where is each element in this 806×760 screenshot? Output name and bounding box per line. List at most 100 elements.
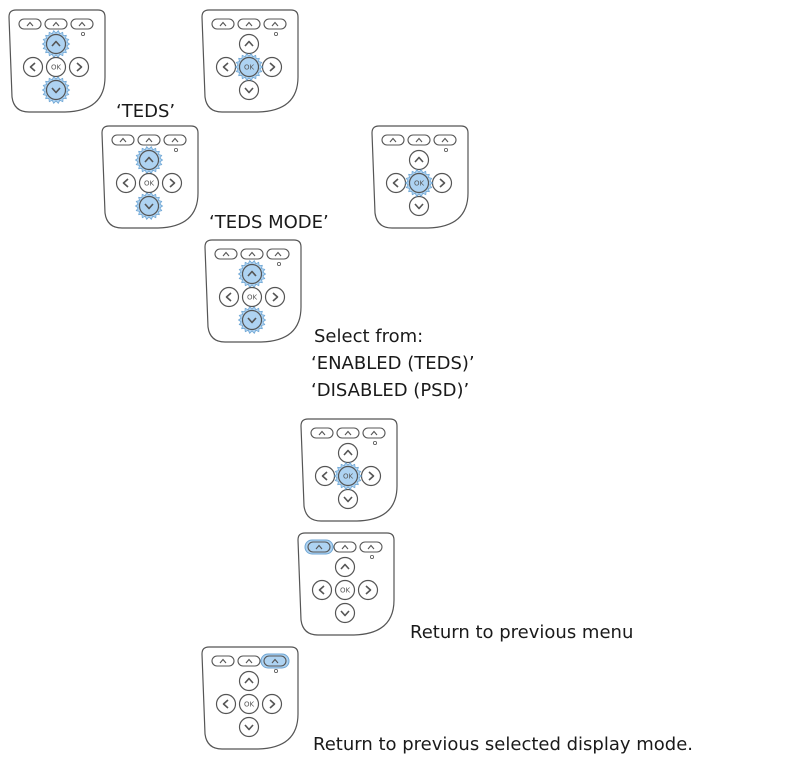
ok-key xyxy=(241,286,263,308)
keypad-step-8: OK xyxy=(201,646,299,750)
ok-key xyxy=(408,172,430,194)
power-icon xyxy=(373,440,378,445)
power-icon xyxy=(277,261,282,266)
label-select-from: Select from: xyxy=(314,326,424,347)
left-key xyxy=(215,56,237,78)
chevron-left-icon xyxy=(29,62,36,72)
chevron-left-icon xyxy=(222,62,229,72)
chevron-right-icon xyxy=(76,62,83,72)
top-middle-key xyxy=(237,655,261,667)
label-option-disabled: ‘DISABLED (PSD)’ xyxy=(311,380,470,401)
chevron-up-icon xyxy=(244,40,254,47)
chevron-left-icon xyxy=(392,178,399,188)
right-key xyxy=(68,56,90,78)
down-key xyxy=(238,716,260,738)
label-return-display-mode: Return to previous selected display mode… xyxy=(313,734,694,755)
right-key xyxy=(261,693,283,715)
chevron-up-icon xyxy=(244,677,254,684)
ok-key-label: OK xyxy=(51,64,62,72)
right-key xyxy=(431,172,453,194)
chevron-up-icon xyxy=(370,430,378,436)
left-key xyxy=(314,465,336,487)
keypad-step-5: OK xyxy=(204,239,302,343)
right-key xyxy=(264,286,286,308)
chevron-right-icon xyxy=(269,62,276,72)
top-right-key xyxy=(263,18,287,30)
top-right-key xyxy=(359,541,383,553)
chevron-right-icon xyxy=(365,585,372,595)
chevron-down-icon xyxy=(144,203,154,210)
ok-key xyxy=(138,172,160,194)
ok-key-label: OK xyxy=(244,64,255,72)
ok-key-label: OK xyxy=(340,587,351,595)
chevron-left-icon xyxy=(321,471,328,481)
left-key xyxy=(218,286,240,308)
chevron-right-icon xyxy=(368,471,375,481)
chevron-up-icon xyxy=(145,137,153,143)
ok-key-label: OK xyxy=(343,473,354,481)
ok-key xyxy=(238,693,260,715)
chevron-down-icon xyxy=(340,610,350,617)
chevron-up-icon xyxy=(222,251,230,257)
chevron-right-icon xyxy=(439,178,446,188)
chevron-up-icon xyxy=(441,137,449,143)
ok-key xyxy=(45,56,67,78)
top-right-key xyxy=(362,427,386,439)
down-key xyxy=(334,602,356,624)
ok-key-label: OK xyxy=(144,180,155,188)
right-key xyxy=(261,56,283,78)
chevron-down-icon xyxy=(244,724,254,731)
chevron-up-icon xyxy=(318,430,326,436)
top-left-key xyxy=(111,134,135,146)
chevron-up-icon xyxy=(26,21,34,27)
top-left-key xyxy=(381,134,405,146)
power-icon xyxy=(274,31,279,36)
top-middle-key xyxy=(44,18,68,30)
keypad-step-7: OK xyxy=(297,532,395,636)
chevron-left-icon xyxy=(225,292,232,302)
keypad-step-2: OK xyxy=(201,9,299,113)
right-key xyxy=(357,579,379,601)
label-return-previous-menu: Return to previous menu xyxy=(410,622,634,643)
chevron-up-icon xyxy=(271,658,279,664)
chevron-up-icon xyxy=(274,251,282,257)
chevron-down-icon xyxy=(414,203,424,210)
up-key xyxy=(45,33,67,55)
chevron-left-icon xyxy=(222,699,229,709)
chevron-up-icon xyxy=(340,563,350,570)
top-middle-key xyxy=(407,134,431,146)
chevron-up-icon xyxy=(389,137,397,143)
chevron-down-icon xyxy=(247,317,257,324)
chevron-up-icon xyxy=(414,156,424,163)
chevron-up-icon xyxy=(119,137,127,143)
up-key xyxy=(334,556,356,578)
chevron-up-icon xyxy=(344,430,352,436)
top-right-key xyxy=(433,134,457,146)
right-key xyxy=(161,172,183,194)
left-key xyxy=(311,579,333,601)
chevron-up-icon xyxy=(171,137,179,143)
top-right-key xyxy=(266,248,290,260)
down-key xyxy=(241,309,263,331)
keypad-step-3: OK xyxy=(101,125,199,229)
power-icon xyxy=(174,147,179,152)
power-icon xyxy=(274,668,279,673)
label-option-enabled: ‘ENABLED (TEDS)’ xyxy=(311,353,475,374)
down-key xyxy=(138,195,160,217)
keypad-step-6: OK xyxy=(300,418,398,522)
chevron-up-icon xyxy=(271,21,279,27)
top-left-key xyxy=(211,18,235,30)
top-middle-key xyxy=(336,427,360,439)
keypad-step-4: OK xyxy=(371,125,469,229)
down-key xyxy=(408,195,430,217)
chevron-up-icon xyxy=(51,40,61,47)
down-key xyxy=(337,488,359,510)
power-icon xyxy=(444,147,449,152)
left-key xyxy=(215,693,237,715)
down-key xyxy=(45,79,67,101)
ok-key-label: OK xyxy=(414,180,425,188)
up-key xyxy=(241,263,263,285)
label-teds-mode: ‘TEDS MODE’ xyxy=(209,212,329,233)
left-key xyxy=(385,172,407,194)
chevron-up-icon xyxy=(367,544,375,550)
